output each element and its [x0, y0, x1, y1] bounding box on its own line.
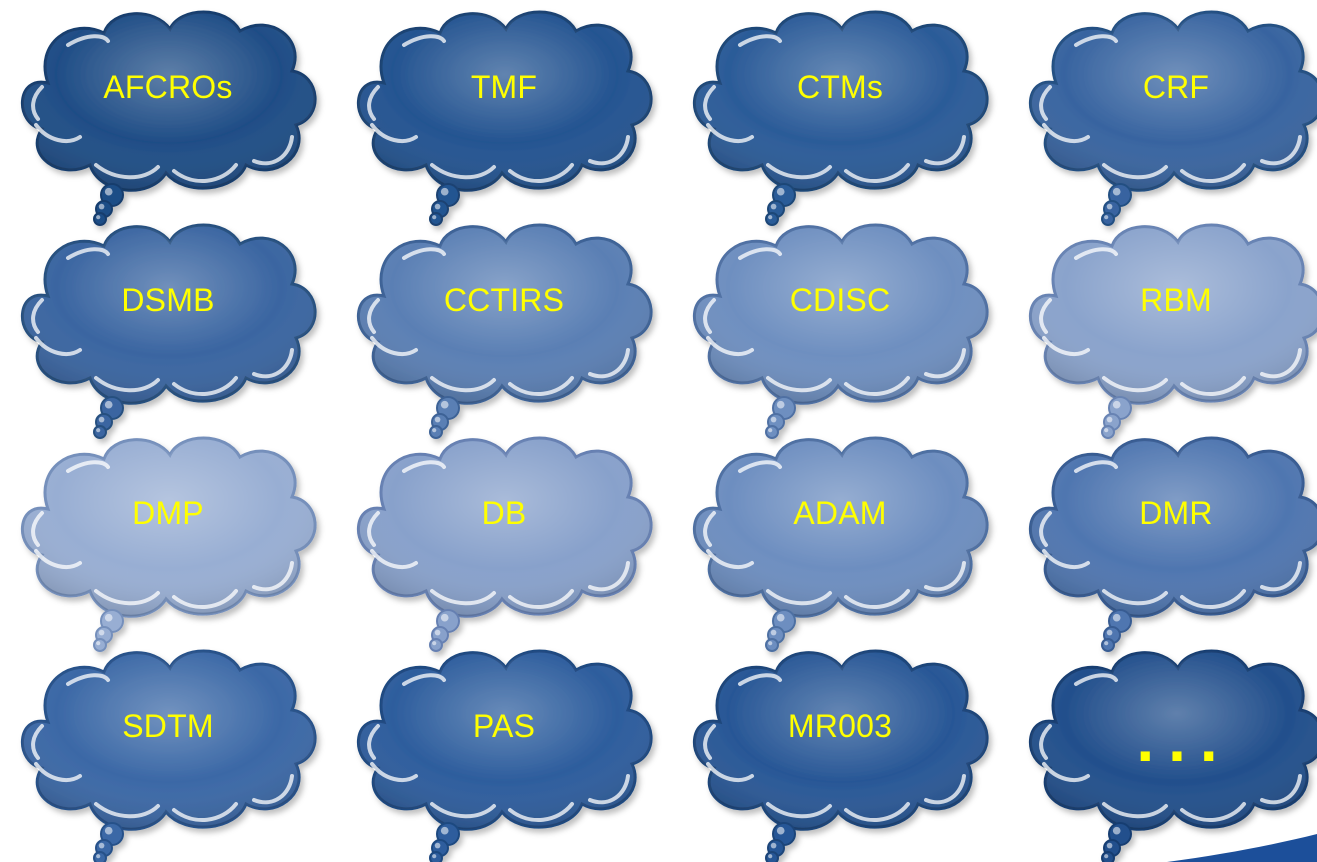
- cloud-shape: [356, 223, 653, 439]
- cloud-shape: [1028, 223, 1317, 439]
- cloud-bubble: RBM: [1016, 218, 1317, 439]
- cloud-bubble: AFCROs: [8, 5, 328, 226]
- cloud-bubble: DSMB: [8, 218, 328, 439]
- cloud-shape: [692, 649, 989, 862]
- cloud-label: DMP: [132, 494, 204, 531]
- cloud-shape: [356, 649, 653, 862]
- cloud-shape: [692, 223, 989, 439]
- cloud-shape: [1028, 436, 1317, 652]
- cloud-label: RBM: [1140, 281, 1212, 318]
- cloud-shape: [1028, 10, 1317, 226]
- cloud-label: TMF: [470, 68, 538, 105]
- cloud-shape: [20, 223, 317, 439]
- cloud-bubble: DMR: [1016, 431, 1317, 652]
- cloud-shape: [692, 436, 989, 652]
- cloud-label: AFCROs: [103, 68, 233, 105]
- cloud-bubble: TMF: [344, 5, 664, 226]
- cloud-bubble: SDTM: [8, 644, 328, 862]
- cloud-label: CTMs: [796, 68, 884, 105]
- cloud-bubble: DMP: [8, 431, 328, 652]
- cloud-bubble: ADAM: [680, 431, 1000, 652]
- cloud-label: DSMB: [121, 281, 215, 318]
- cloud-label: CCTIRS: [443, 281, 565, 318]
- cloud-bubble: PAS: [344, 644, 664, 862]
- cloud-bubble: CCTIRS: [344, 218, 664, 439]
- cloud-bubble: DB: [344, 431, 664, 652]
- cloud-shape: [20, 10, 317, 226]
- cloud-bubble: CDISC: [680, 218, 1000, 439]
- cloud-label: DMR: [1139, 494, 1213, 531]
- cloud-shape: [20, 436, 317, 652]
- cloud-shape: [1028, 649, 1317, 862]
- cloud-bubble: CTMs: [680, 5, 1000, 226]
- corner-accent: [1167, 834, 1317, 862]
- cloud-shape: [692, 10, 989, 226]
- cloud-label: ADAM: [793, 494, 887, 531]
- cloud-shape: [20, 649, 317, 862]
- cloud-label: CRF: [1142, 68, 1210, 105]
- cloud-bubble: CRF: [1016, 5, 1317, 226]
- cloud-label: MR003: [787, 707, 893, 744]
- cloud-label: CDISC: [789, 281, 891, 318]
- cloud-bubble: ...: [1016, 644, 1317, 862]
- cloud-label: PAS: [472, 707, 536, 744]
- cloud-shape: [356, 10, 653, 226]
- cloud-bubble: MR003: [680, 644, 1000, 862]
- cloud-label: SDTM: [122, 707, 214, 744]
- cloud-label: ...: [1136, 703, 1232, 775]
- cloud-shape: [356, 436, 653, 652]
- cloud-label: DB: [481, 494, 527, 531]
